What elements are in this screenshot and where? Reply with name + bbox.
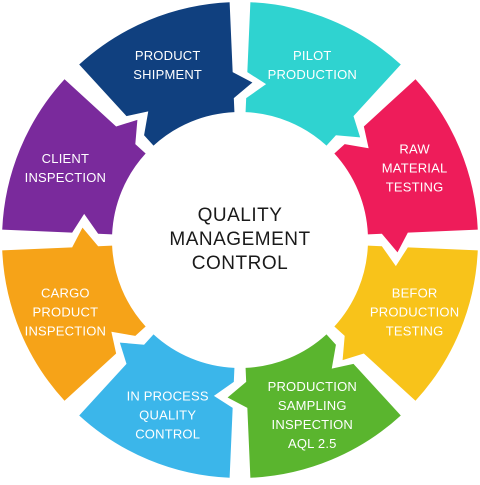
segment-befor-production-testing xyxy=(334,245,478,401)
segment-label-product-shipment: PRODUCT SHIPMENT xyxy=(133,46,202,84)
segment-label-client-inspection: CLIENT INSPECTION xyxy=(25,149,106,187)
segment-label-pilot-production: PILOT PRODUCTION xyxy=(268,46,357,84)
segment-production-sampling-inspection xyxy=(227,334,401,478)
segment-label-line: INSPECTION xyxy=(24,323,107,339)
center-title-line: CONTROL xyxy=(191,253,289,274)
segment-label-line: BEFOR xyxy=(391,285,438,301)
segment-label-line: INSPECTION xyxy=(24,169,107,185)
segment-label-line: TESTING xyxy=(385,323,444,339)
segment-cargo-product-inspection xyxy=(2,227,146,401)
segment-label-line: CARGO xyxy=(41,285,90,301)
segment-label-line: CLIENT xyxy=(41,150,90,166)
center-title-line: QUALITY xyxy=(197,205,283,226)
segment-label-line: AQL 2.5 xyxy=(287,435,337,451)
segment-label-line: INSPECTION xyxy=(271,416,354,432)
center-title-line: MANAGEMENT xyxy=(169,229,311,250)
center-title: QUALITY MANAGEMENT CONTROL xyxy=(169,204,310,276)
segment-label-line: QUALITY xyxy=(139,407,197,423)
segment-label-line: RAW xyxy=(399,141,430,157)
segment-label-befor-production-testing: BEFOR PRODUCTION TESTING xyxy=(370,284,459,341)
center-disc xyxy=(113,113,367,367)
segment-label-line: SAMPLING xyxy=(277,397,347,413)
segment-client-inspection xyxy=(2,79,146,235)
segment-label-line: PRODUCTION xyxy=(267,67,357,83)
segment-label-line: PILOT xyxy=(293,48,332,64)
segment-label-production-sampling-inspection: PRODUCTION SAMPLING INSPECTION AQL 2.5 xyxy=(268,377,357,453)
segment-label-line: PRODUCTION xyxy=(369,304,460,320)
segment-label-line: PRODUCT xyxy=(134,48,201,64)
segment-in-process-quality-control xyxy=(79,334,235,478)
segment-label-in-process-quality-control: IN PROCESS QUALITY CONTROL xyxy=(127,386,209,443)
segment-label-cargo-product-inspection: CARGO PRODUCT INSPECTION xyxy=(25,284,106,341)
segment-label-line: PRODUCT xyxy=(32,304,99,320)
segment-label-line: MATERIAL xyxy=(381,160,448,176)
segment-product-shipment xyxy=(79,2,253,146)
segment-label-line: SHIPMENT xyxy=(133,67,203,83)
segment-pilot-production xyxy=(245,2,401,146)
segment-label-line: CONTROL xyxy=(135,426,201,442)
segment-raw-material-testing xyxy=(334,79,478,253)
segment-label-line: IN PROCESS xyxy=(126,388,209,404)
segment-label-line: TESTING xyxy=(385,179,444,195)
segment-label-line: PRODUCTION xyxy=(267,378,357,394)
segment-label-raw-material-testing: RAW MATERIAL TESTING xyxy=(382,139,448,196)
